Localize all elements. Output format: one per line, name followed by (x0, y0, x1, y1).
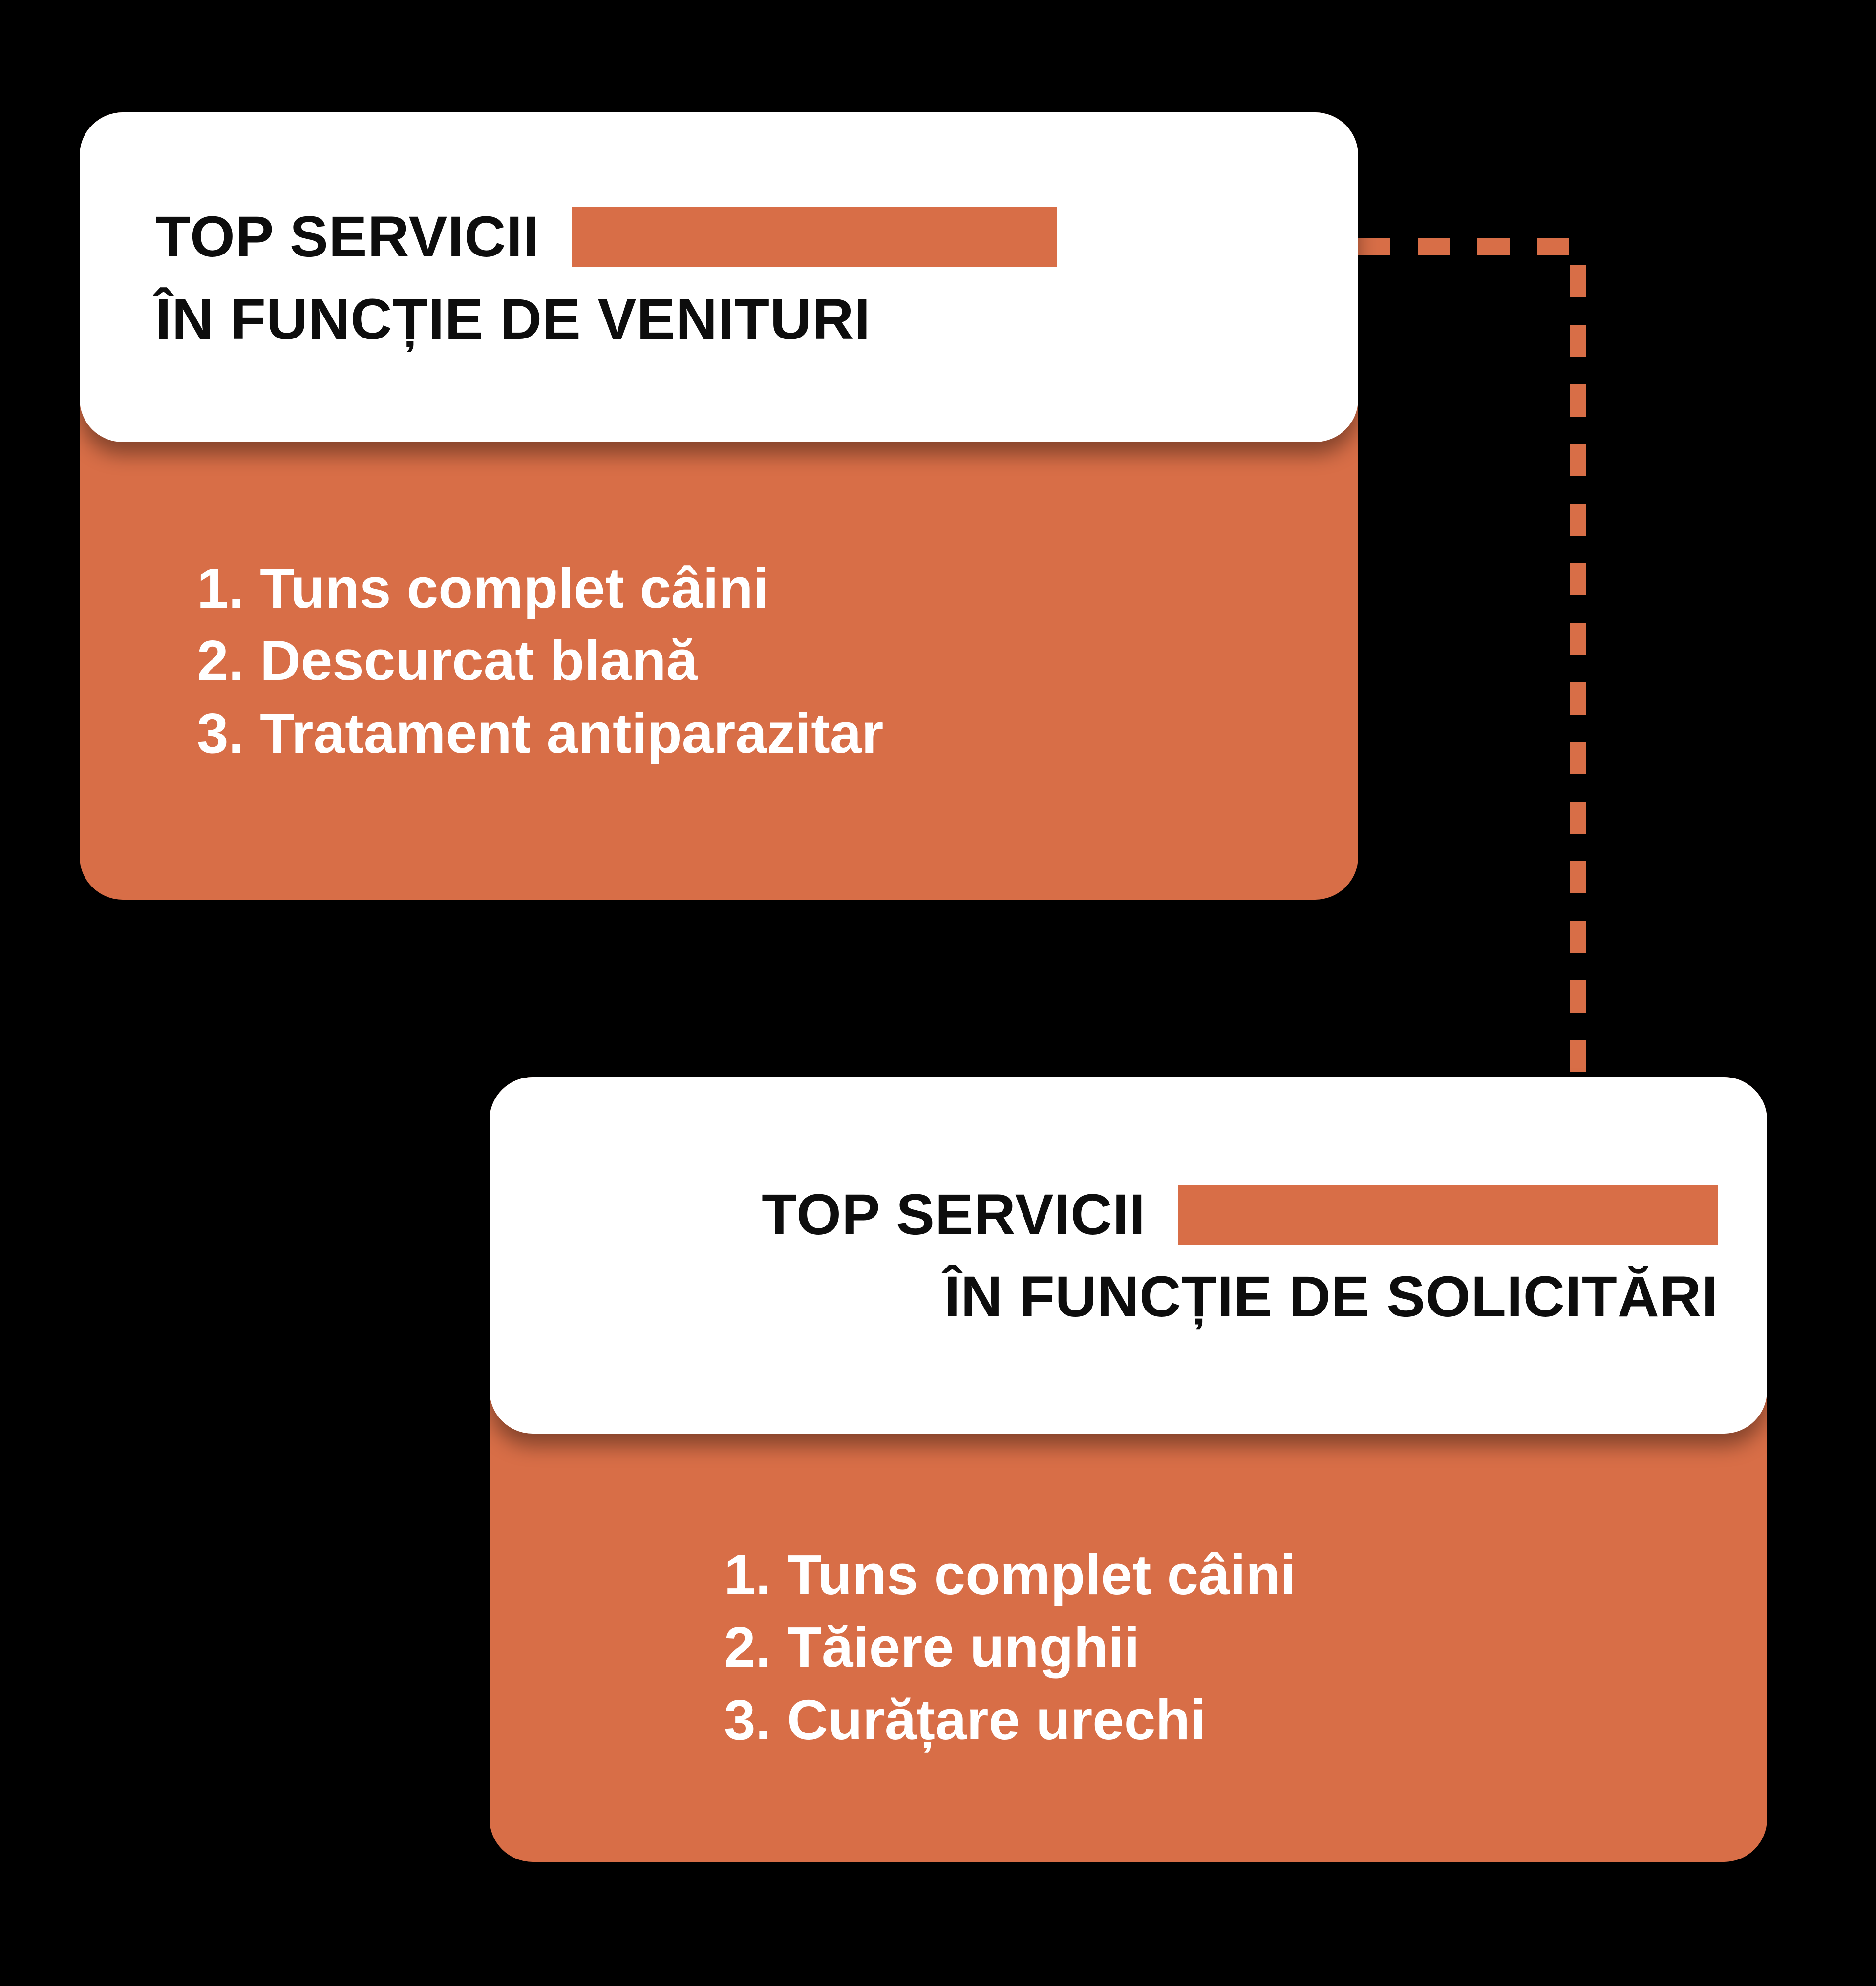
list-item: 1. Tuns complet câini (197, 556, 769, 620)
list-item: 1. Tuns complet câini (724, 1543, 1296, 1606)
card-subtitle-requests: ÎN FUNCȚIE DE SOLICITĂRI (944, 1265, 1718, 1329)
card-header-requests: TOP SERVICII ÎN FUNCȚIE DE SOLICITĂRI (490, 1077, 1767, 1434)
card-subtitle-revenue: ÎN FUNCȚIE DE VENITURI (155, 287, 871, 352)
card-top-services-by-revenue: TOP SERVICII ÎN FUNCȚIE DE VENITURI 1. T… (80, 112, 1358, 900)
card-top-services-by-requests: TOP SERVICII ÎN FUNCȚIE DE SOLICITĂRI 1.… (490, 1077, 1767, 1862)
card-header-revenue: TOP SERVICII ÎN FUNCȚIE DE VENITURI (80, 112, 1358, 442)
list-item: 3. Curățare urechi (724, 1688, 1206, 1752)
card-title-revenue: TOP SERVICII (155, 204, 539, 269)
list-item: 2. Descurcat blană (197, 629, 698, 693)
connector-path (1358, 238, 1586, 1077)
service-list-revenue: 1. Tuns complet câini 2. Descurcat blană… (197, 552, 883, 769)
accent-bar-revenue (571, 206, 1057, 267)
service-list-requests: 1. Tuns complet câini 2. Tăiere unghii 3… (724, 1539, 1296, 1756)
list-item: 3. Tratament antiparazitar (197, 701, 884, 765)
card-title-requests: TOP SERVICII (762, 1183, 1146, 1247)
accent-bar-requests (1178, 1185, 1718, 1245)
title-row-requests: TOP SERVICII (762, 1185, 1718, 1245)
list-item: 2. Tăiere unghii (724, 1615, 1140, 1679)
title-row-revenue: TOP SERVICII (155, 204, 1319, 269)
